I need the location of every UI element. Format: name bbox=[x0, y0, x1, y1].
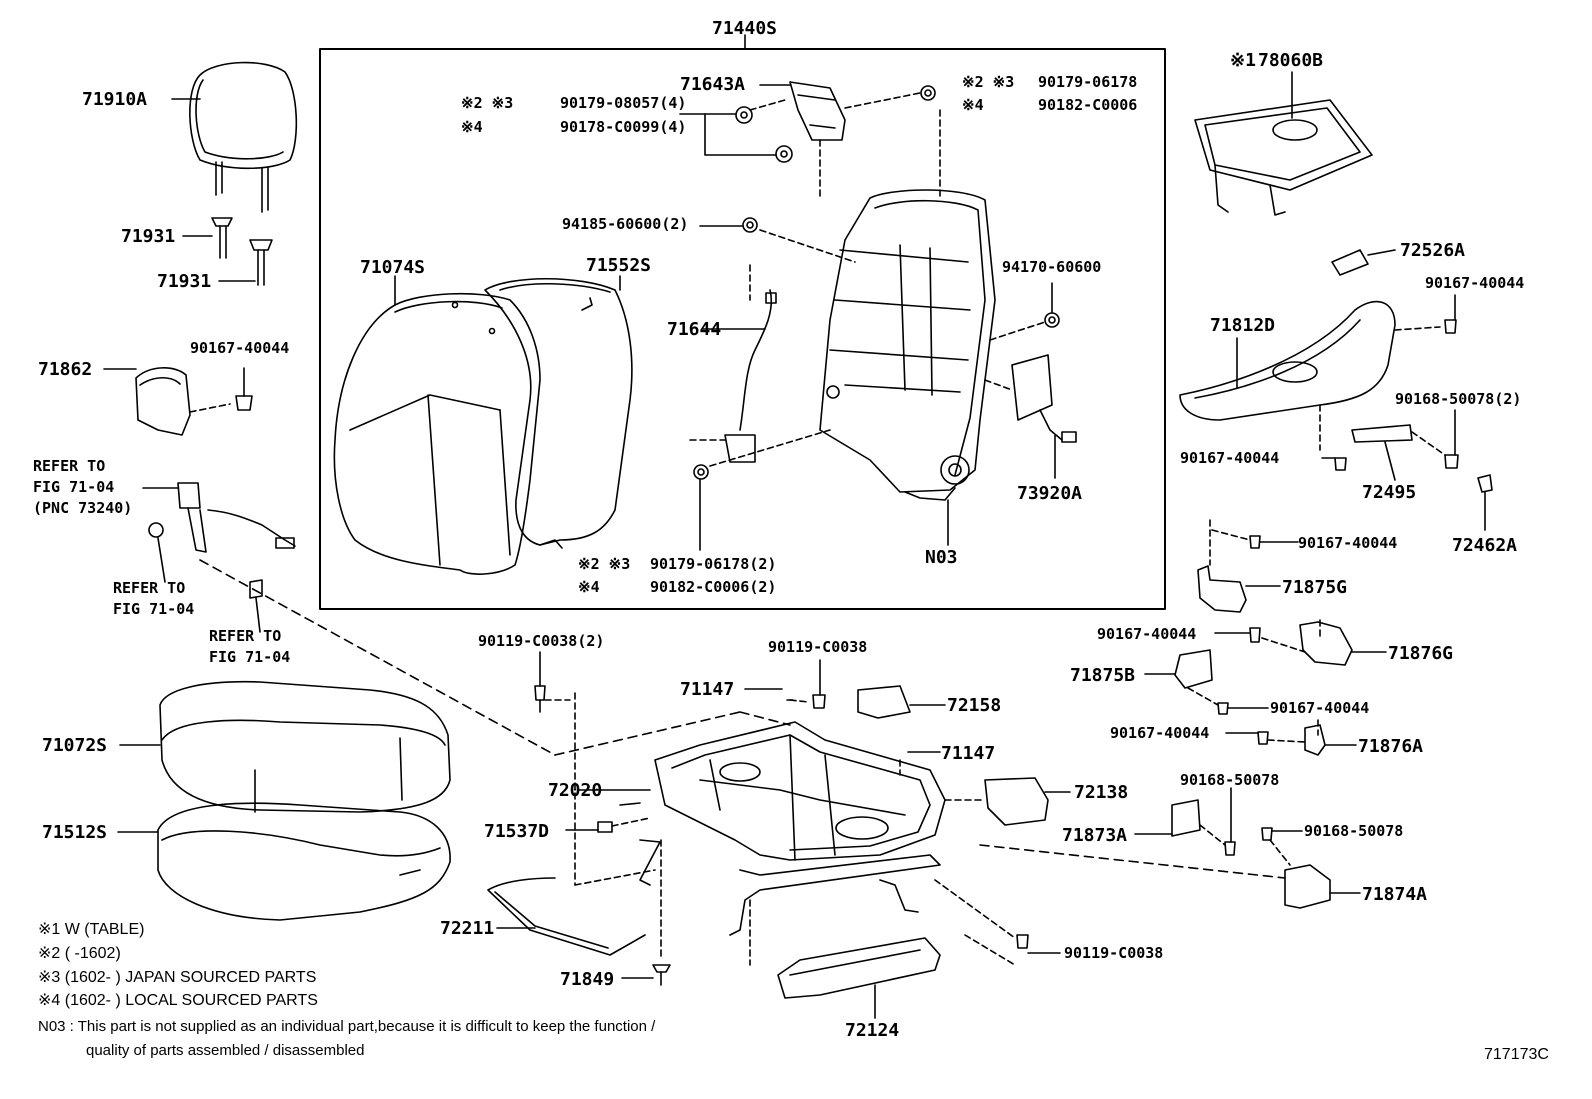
refer-note[interactable]: FIG 71-04 bbox=[33, 478, 115, 496]
n03-footnote: quality of parts assembled / disassemble… bbox=[86, 1042, 365, 1059]
part-label[interactable]: 90168-50078 bbox=[1304, 822, 1404, 840]
legend-line: ※4 (1602- ) LOCAL SOURCED PARTS bbox=[38, 992, 318, 1009]
part-label[interactable]: 72526A bbox=[1400, 240, 1466, 261]
seatbelt-buckle-drawing bbox=[142, 482, 556, 756]
part-label[interactable]: 90168-50078 bbox=[1180, 771, 1280, 789]
applicability-note: ※2 ※3 bbox=[461, 94, 514, 112]
seatback-cover-drawing bbox=[333, 275, 541, 575]
part-label[interactable]: 90167-40044 bbox=[1298, 534, 1398, 552]
seat-frame-drawing bbox=[487, 651, 1071, 1019]
part-label[interactable]: 71512S bbox=[42, 822, 108, 843]
part-label[interactable]: 90182-C0006(2) bbox=[650, 578, 777, 596]
part-label[interactable]: 94170-60600 bbox=[1002, 258, 1102, 276]
part-label[interactable]: 71072S bbox=[42, 735, 108, 756]
applicability-note: ※2 ※3 bbox=[578, 555, 631, 573]
applicability-note: ※2 ※3 bbox=[962, 73, 1015, 91]
refer-note: REFER TO bbox=[33, 457, 106, 475]
part-label[interactable]: 90119-C0038 bbox=[1064, 944, 1164, 962]
table-78060B-drawing bbox=[1194, 71, 1373, 216]
part-label[interactable]: 71931 bbox=[121, 226, 176, 247]
part-label[interactable]: 72158 bbox=[947, 695, 1002, 716]
part-label[interactable]: 90178-C0099(4) bbox=[560, 118, 687, 136]
part-label[interactable]: 71874A bbox=[1362, 884, 1428, 905]
refer-note: REFER TO bbox=[209, 627, 282, 645]
part-label[interactable]: 72138 bbox=[1074, 782, 1129, 803]
legend-line: ※1 W (TABLE) bbox=[38, 921, 145, 938]
part-label[interactable]: 71552S bbox=[586, 255, 652, 276]
part-label[interactable]: 94185-60600(2) bbox=[562, 215, 689, 233]
part-label[interactable]: 90182-C0006 bbox=[1038, 96, 1138, 114]
refer-note[interactable]: FIG 71-04 bbox=[113, 600, 195, 618]
part-label[interactable]: 71147 bbox=[941, 743, 996, 764]
n03-footnote: N03 : This part is not supplied as an in… bbox=[38, 1018, 656, 1035]
refer-note: REFER TO bbox=[113, 579, 186, 597]
part-label[interactable]: 71875G bbox=[1282, 577, 1348, 598]
part-label[interactable]: 72124 bbox=[845, 1020, 900, 1041]
legend-line: ※3 (1602- ) JAPAN SOURCED PARTS bbox=[38, 969, 317, 986]
applicability-note: ※4 bbox=[962, 96, 984, 114]
part-label[interactable]: 71876G bbox=[1388, 643, 1454, 664]
part-label[interactable]: 71849 bbox=[560, 969, 615, 990]
part-label[interactable]: 71644 bbox=[667, 319, 722, 340]
part-label[interactable]: 71537D bbox=[484, 821, 550, 842]
part-label[interactable]: 90179-06178 bbox=[1038, 73, 1138, 91]
part-label[interactable]: 71876A bbox=[1358, 736, 1424, 757]
refer-note[interactable]: FIG 71-04 bbox=[209, 648, 291, 666]
part-label[interactable]: 90168-50078(2) bbox=[1395, 390, 1522, 408]
part-label[interactable]: 72462A bbox=[1452, 535, 1518, 556]
part-label[interactable]: 90167-40044 bbox=[1110, 724, 1210, 742]
part-label[interactable]: 71147 bbox=[680, 679, 735, 700]
part-label[interactable]: 78060B bbox=[1258, 50, 1324, 71]
part-label[interactable]: 73920A bbox=[1017, 483, 1083, 504]
part-label[interactable]: 90179-08057(4) bbox=[560, 94, 687, 112]
assembly-title: 71440S bbox=[712, 18, 778, 39]
part-label[interactable]: 72020 bbox=[548, 780, 603, 801]
part-label[interactable]: 71910A bbox=[82, 89, 148, 110]
part-label[interactable]: 90167-40044 bbox=[1180, 449, 1280, 467]
part-label[interactable]: 90167-40044 bbox=[1097, 625, 1197, 643]
part-label[interactable]: 90179-06178(2) bbox=[650, 555, 777, 573]
part-label[interactable]: 90119-C0038(2) bbox=[478, 632, 605, 650]
applicability-note: ※4 bbox=[461, 118, 483, 136]
seat-cushion-drawing bbox=[119, 680, 451, 813]
figure-number: 717173C bbox=[1484, 1046, 1549, 1063]
part-label[interactable]: 72495 bbox=[1362, 482, 1417, 503]
seatback-pad-drawing bbox=[484, 275, 633, 549]
part-label[interactable]: 71812D bbox=[1210, 315, 1276, 336]
part-label[interactable]: 71643A bbox=[680, 74, 746, 95]
seat-cushion-pad-drawing bbox=[117, 802, 451, 921]
part-label[interactable]: 71931 bbox=[157, 271, 212, 292]
part-label[interactable]: 71875B bbox=[1070, 665, 1136, 686]
cover-71862-drawing bbox=[103, 367, 253, 436]
part-label[interactable]: 71074S bbox=[360, 257, 426, 278]
applicability-note: ※1 bbox=[1230, 50, 1256, 71]
legend-line: ※2 ( -1602) bbox=[38, 945, 121, 962]
part-label[interactable]: 72211 bbox=[440, 918, 495, 939]
part-label[interactable]: 90167-40044 bbox=[190, 339, 290, 357]
refer-note: (PNC 73240) bbox=[33, 499, 133, 517]
headrest-drawing bbox=[171, 61, 298, 286]
part-label[interactable]: 90167-40044 bbox=[1270, 699, 1370, 717]
brackets-drawing bbox=[979, 519, 1387, 909]
seatback-assembly-frame bbox=[319, 48, 1166, 610]
part-label[interactable]: 71862 bbox=[38, 359, 93, 380]
side-cover-drawing bbox=[1179, 249, 1493, 531]
part-label[interactable]: 90167-40044 bbox=[1425, 274, 1525, 292]
part-label[interactable]: N03 bbox=[925, 547, 958, 568]
part-label[interactable]: 71873A bbox=[1062, 825, 1128, 846]
part-label[interactable]: 90119-C0038 bbox=[768, 638, 868, 656]
applicability-note: ※4 bbox=[578, 578, 600, 596]
seatback-frame-drawing bbox=[679, 81, 1077, 551]
